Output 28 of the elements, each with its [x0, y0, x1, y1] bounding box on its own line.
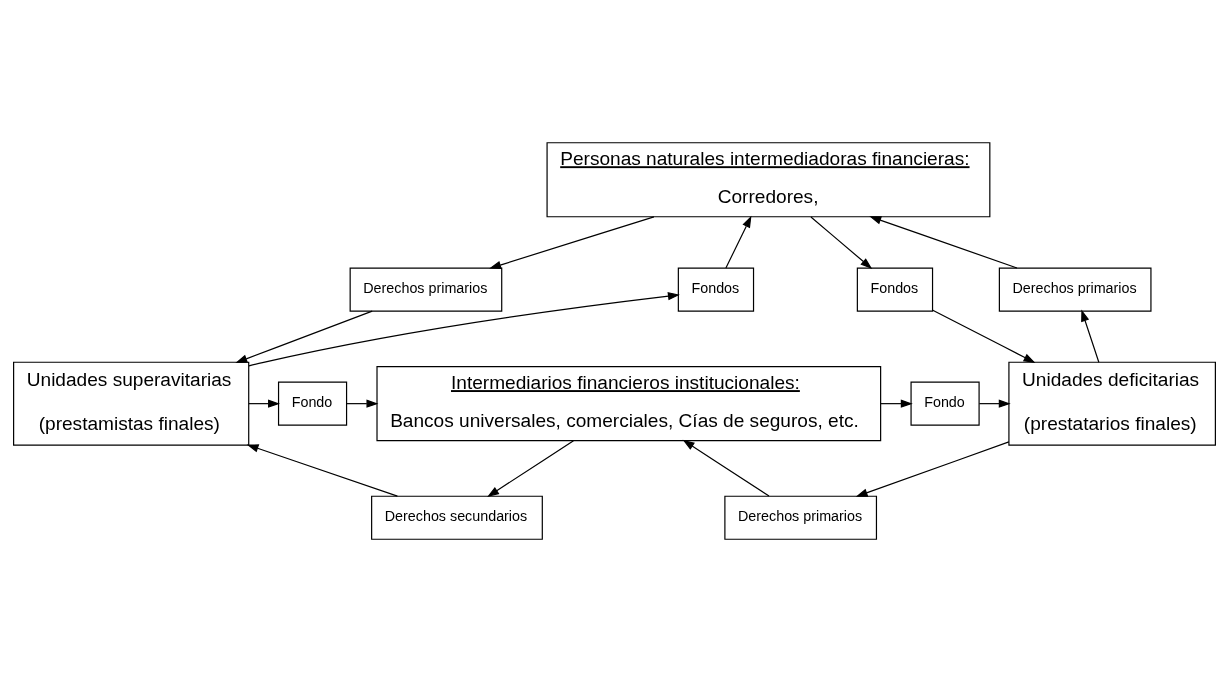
arrow: [248, 292, 680, 367]
node-box: Fondo: [910, 381, 980, 426]
node-box: Derechos secundarios: [371, 495, 543, 540]
arrow: [235, 310, 373, 363]
arrow: [487, 440, 575, 497]
node-box: Derechos primarios: [998, 267, 1152, 312]
node-box: Derechos primarios: [724, 495, 878, 540]
arrow: [248, 399, 280, 408]
arrow: [682, 439, 770, 497]
arrow: [880, 399, 913, 408]
node-box: Derechos primarios: [349, 267, 503, 312]
arrow: [855, 441, 1010, 497]
arrow: [725, 215, 752, 269]
node-box: Fondo: [277, 381, 348, 426]
arrow: [346, 399, 379, 408]
arrow: [810, 216, 873, 270]
node-box: Intermediarios financieros institucionales: Bancos universales, comerciales, Cías de seguros, etc.: [376, 366, 882, 442]
node-box: Unidades deficitarias (prestatarios finales): [1008, 361, 1216, 446]
node-box: Fondos: [856, 267, 934, 312]
arrow: [869, 216, 1018, 269]
node-box: Personas naturales intermediadoras financieras: Corredores,: [546, 142, 991, 218]
arrow: [978, 399, 1011, 408]
arrow: [1081, 309, 1100, 363]
arrow: [932, 309, 1036, 363]
node-box: Unidades superavitarias (prestamistas finales): [13, 361, 250, 446]
node-box: Fondos: [677, 267, 755, 312]
arrow: [489, 216, 655, 269]
arrow: [246, 444, 398, 497]
